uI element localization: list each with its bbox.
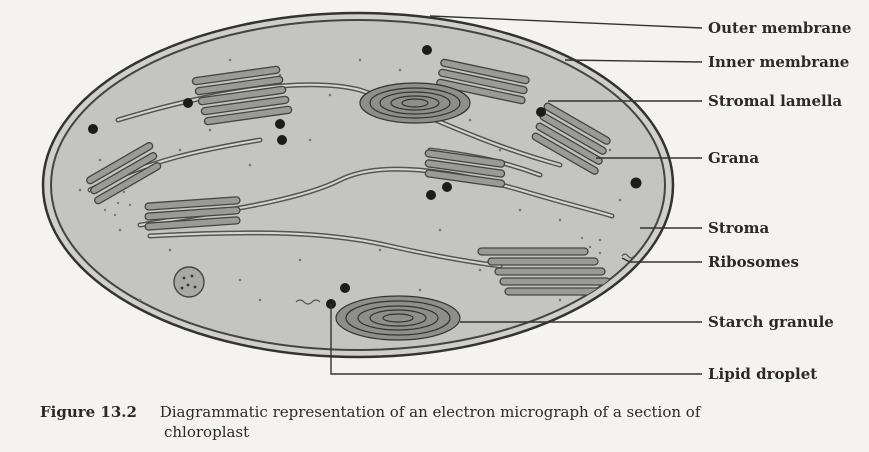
label-outer-membrane: Outer membrane xyxy=(708,19,851,37)
label-stroma: Stroma xyxy=(708,219,770,237)
label-starch-granule: Starch granule xyxy=(708,313,834,331)
label-inner-membrane: Inner membrane xyxy=(708,53,849,71)
inner-membrane-shape xyxy=(51,20,665,350)
starch-granule-top xyxy=(360,83,470,123)
labels: Outer membrane Inner membrane Stromal la… xyxy=(708,19,851,383)
label-lipid-droplet: Lipid droplet xyxy=(708,365,817,383)
chloroplast-diagram: Outer membrane Inner membrane Stromal la… xyxy=(0,0,869,400)
caption-line-1: Diagrammatic representation of an electr… xyxy=(160,403,701,421)
ribosome-cluster xyxy=(174,267,204,297)
label-stromal-lamella: Stromal lamella xyxy=(708,92,842,110)
label-grana: Grana xyxy=(708,149,759,167)
label-ribosomes: Ribosomes xyxy=(708,253,799,271)
figure-number: Figure 13.2 xyxy=(40,403,137,421)
caption-line-2: chloroplast xyxy=(40,422,860,442)
figure-caption: Figure 13.2 Diagrammatic representation … xyxy=(40,402,860,442)
starch-granule-bottom xyxy=(336,296,460,340)
